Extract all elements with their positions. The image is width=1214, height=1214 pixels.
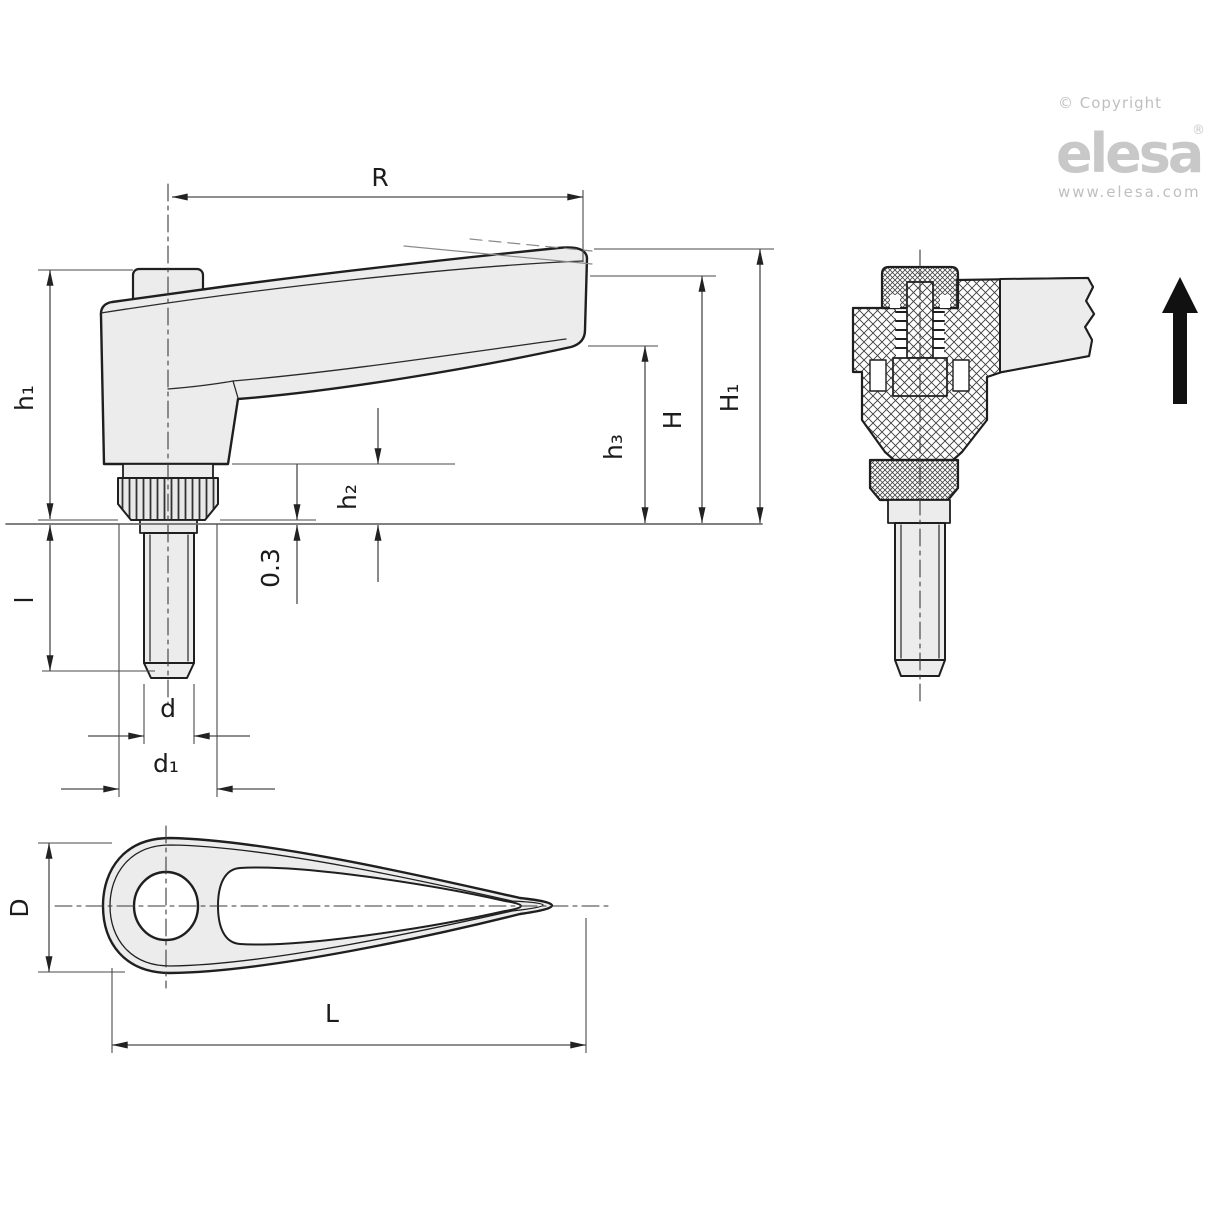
- front-view-dimensions: R h₁ l 0.3 h₂: [10, 163, 774, 797]
- top-view-dimensions: D L: [5, 842, 587, 1053]
- dim-h3-label: h₃: [599, 434, 628, 460]
- seat-notch-left: [869, 359, 887, 392]
- dim-H1-label: H₁: [715, 384, 744, 413]
- button-gap-right: [940, 295, 950, 308]
- alternate-position-dashed-line: [469, 238, 593, 252]
- alternate-position-line: [403, 245, 593, 265]
- handle-break-segment: [999, 277, 1095, 373]
- dim-d: d: [88, 684, 250, 744]
- dim-gap-03: 0.3: [220, 464, 316, 604]
- dim-R: R: [172, 163, 584, 262]
- dim-l-label: l: [10, 597, 39, 604]
- dim-h2: h₂: [232, 408, 455, 582]
- registered-mark-icon: ®: [1192, 123, 1205, 138]
- lever-hub-blend-line: [167, 380, 239, 399]
- dim-h1-label: h₁: [10, 385, 39, 411]
- dim-l: l: [10, 525, 155, 672]
- section-view: [851, 249, 1096, 703]
- spring-left: [894, 310, 909, 350]
- lever-top-inner-edge: [100, 260, 584, 314]
- lever-body-front: [99, 246, 589, 466]
- dim-R-label: R: [371, 163, 388, 192]
- stud-chamfer-tip-front: [143, 662, 195, 679]
- dim-d1: d₁: [61, 524, 275, 797]
- copyright-text: © Copyright: [1058, 94, 1162, 112]
- lever-underside-inner-edge: [232, 338, 567, 382]
- knurled-ring-section: [868, 458, 960, 502]
- collar-section: [887, 499, 951, 524]
- dim-h3: h₃: [588, 345, 658, 523]
- unlock-direction-arrow-icon: [1162, 277, 1198, 404]
- dim-H: H: [590, 275, 716, 523]
- elesa-logo: elesa: [1056, 122, 1201, 185]
- dim-h2-label: h₂: [333, 484, 362, 510]
- button-gap-left: [890, 295, 900, 308]
- dim-H1: H₁: [594, 248, 774, 523]
- dim-d-label: d: [160, 694, 176, 723]
- seat-notch-right: [952, 359, 970, 392]
- website-text: www.elesa.com: [1058, 183, 1201, 201]
- threaded-stud-front: [143, 532, 195, 664]
- dim-D: D: [5, 842, 125, 973]
- dim-h1: h₁: [10, 269, 133, 521]
- dim-D-label: D: [5, 898, 34, 917]
- brand-block: © Copyright elesa ® www.elesa.com: [1056, 94, 1205, 201]
- front-view: [5, 183, 763, 705]
- top-view: [54, 825, 613, 989]
- dim-L-label: L: [325, 999, 339, 1028]
- spring-right: [931, 310, 946, 350]
- dim-gap-label: 0.3: [256, 548, 285, 588]
- dim-H-label: H: [658, 411, 687, 430]
- dim-d1-label: d₁: [153, 749, 179, 778]
- dim-L: L: [111, 918, 587, 1053]
